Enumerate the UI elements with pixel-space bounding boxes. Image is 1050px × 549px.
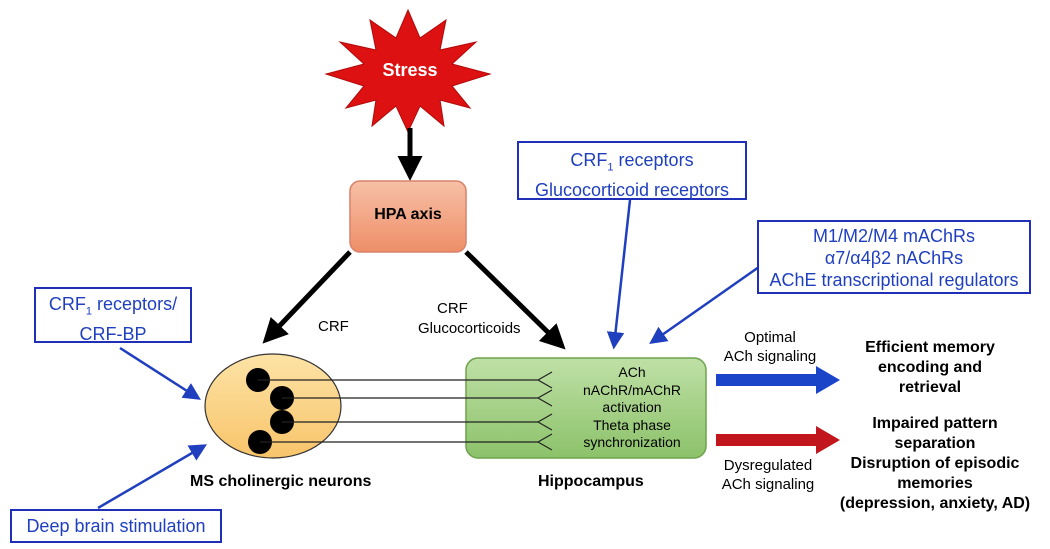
hpa-axis-box bbox=[349, 180, 467, 253]
crf-left-label: CRF bbox=[318, 318, 349, 335]
dys-line-1: Dysregulated bbox=[723, 457, 813, 474]
arrow-optimal bbox=[716, 366, 840, 394]
crf1-gluco-line-2: Glucocorticoid receptors bbox=[534, 179, 730, 200]
hippo-line-1: ACh bbox=[618, 364, 646, 380]
crf-right-label: CRF bbox=[437, 300, 468, 317]
efficient-outcome: Efficient memory encoding and retrieval bbox=[840, 338, 1020, 398]
crf1-crfbp-line-2: CRF-BP bbox=[79, 323, 147, 344]
efficient-line-2: encoding and bbox=[878, 359, 982, 376]
arrow-gluco-hippo bbox=[606, 199, 632, 350]
efficient-line-1: Efficient memory bbox=[865, 339, 995, 356]
hippo-line-2: nAChR/mAChR bbox=[582, 381, 682, 398]
machr-line-3: AChE transcriptional regulators bbox=[769, 270, 1019, 290]
dysregulated-label: Dysregulated ACh signaling bbox=[706, 456, 830, 494]
hippocampus-box bbox=[465, 357, 707, 459]
machr-line-2: α7/α4β2 nAChRs bbox=[824, 248, 964, 268]
arrow-machr-hippo bbox=[649, 260, 767, 345]
impaired-line-5: (depression, anxiety, AD) bbox=[839, 495, 1031, 512]
arrow-dbs-ms bbox=[97, 444, 208, 510]
hpa-axis-label: HPA axis bbox=[374, 206, 442, 223]
impaired-line-2: separation bbox=[894, 435, 976, 452]
receptors-regulators-box: M1/M2/M4 mAChRs α7/α4β2 nAChRs AChE tran… bbox=[757, 220, 1031, 294]
impaired-line-4: memories bbox=[897, 475, 973, 492]
arrow-crf1bp-ms bbox=[119, 346, 201, 400]
dys-line-2: ACh signaling bbox=[721, 476, 815, 493]
arrow-hpa-ms bbox=[262, 250, 352, 344]
crf1-gluco-line-1: CRF1 receptors bbox=[570, 150, 694, 174]
arrow-dysregulated bbox=[716, 426, 840, 454]
glucocorticoids-label: Glucocorticoids bbox=[418, 320, 521, 337]
crf1-glucocorticoid-box: CRF1 receptors Glucocorticoid receptors bbox=[517, 141, 747, 200]
optimal-label: Optimal ACh signaling bbox=[712, 328, 828, 366]
hippo-line-3: activation bbox=[602, 399, 662, 415]
hippo-line-5: synchronization bbox=[583, 434, 681, 450]
impaired-line-1: Impaired pattern bbox=[872, 415, 998, 432]
machr-line-1: M1/M2/M4 mAChRs bbox=[812, 226, 976, 246]
stress-label: Stress bbox=[382, 60, 438, 80]
hippo-line-4: Theta phase bbox=[593, 416, 671, 433]
optimal-line-2: ACh signaling bbox=[723, 348, 817, 365]
arrow-hpa-hippo bbox=[464, 250, 566, 350]
efficient-line-3: retrieval bbox=[898, 379, 962, 396]
crf1-crfbp-line-1: CRF1 receptors/ bbox=[48, 294, 178, 318]
hippocampus-content: ACh nAChR/mAChR activation Theta phase s… bbox=[566, 364, 698, 452]
impaired-line-3: Disruption of episodic bbox=[850, 455, 1020, 472]
axon-projections bbox=[258, 371, 553, 451]
crf1-crfbp-box: CRF1 receptors/ CRF-BP bbox=[34, 287, 192, 344]
optimal-line-1: Optimal bbox=[744, 329, 796, 346]
deep-brain-stimulation-box: Deep brain stimulation bbox=[10, 509, 222, 543]
hippocampus-label: Hippocampus bbox=[538, 473, 644, 490]
impaired-outcome: Impaired pattern separation Disruption o… bbox=[830, 414, 1040, 514]
ms-neurons-label: MS cholinergic neurons bbox=[190, 473, 372, 490]
